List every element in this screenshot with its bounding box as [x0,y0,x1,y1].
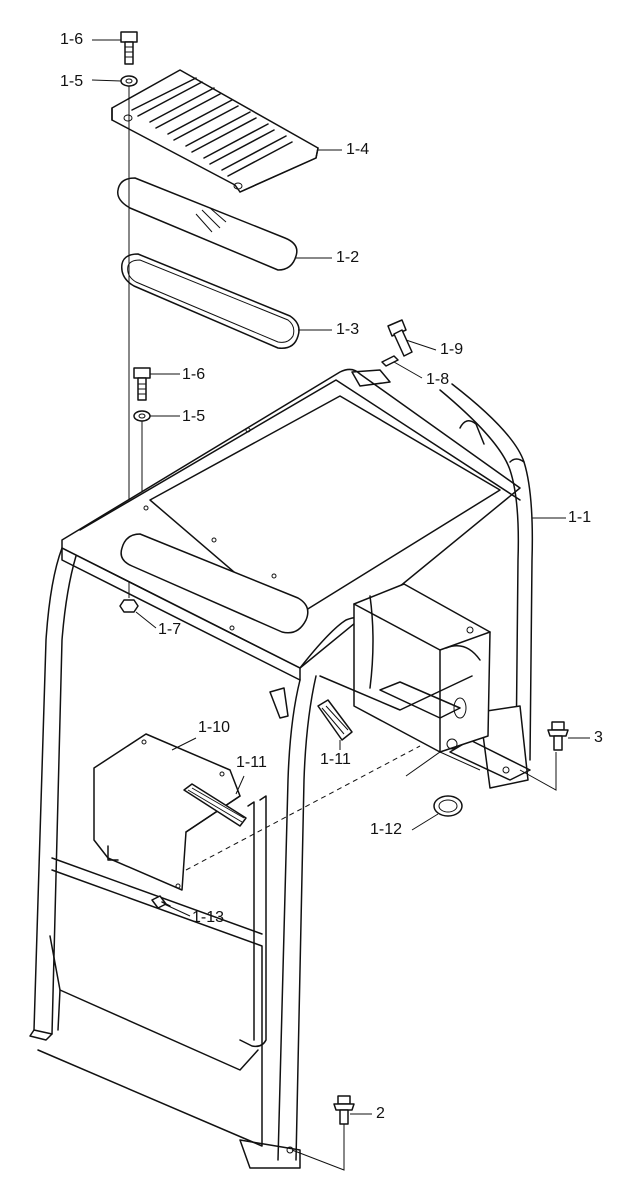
label-1-5-top: 1-5 [60,73,84,90]
side-cover-1-10 [93,733,241,891]
screw-1-13 [151,895,171,909]
glass-panel-1-2 [117,177,298,271]
assembly-line-cover [185,745,421,871]
seal-1-3 [121,253,300,349]
reflector-1-11-left [183,783,247,827]
washer-1-8 [381,355,399,367]
bolt-1-6-top [120,31,138,65]
label-1-9: 1-9 [440,341,464,358]
cover-1-4 [111,69,319,193]
label-1-2: 1-2 [336,249,360,266]
bolt-1-6-mid [133,367,151,401]
front-right-pillar [239,616,379,1169]
label-1-11-right: 1-11 [320,751,351,768]
front-lower-panel [37,857,263,1147]
label-1-6-mid: 1-6 [182,366,206,383]
label-1-13: 1-13 [192,909,225,926]
label-1-12: 1-12 [370,821,403,838]
canopy-roof [61,368,521,681]
label-3: 3 [594,729,603,746]
rear-frame-1-1 [439,383,534,789]
front-grab-handle [239,795,267,1048]
leader-lines [91,39,590,1115]
bolt-3 [547,721,569,751]
label-1-1: 1-1 [568,509,592,526]
bolt-1-9 [387,319,413,357]
label-1-3: 1-3 [336,321,360,338]
label-1-11-left: 1-11 [236,754,267,771]
reflector-1-11-right [317,699,353,741]
washer-1-5-top [120,75,138,87]
label-2: 2 [376,1105,385,1122]
label-1-6-top: 1-6 [60,31,84,48]
label-1-7: 1-7 [158,621,182,638]
bolt-2 [333,1095,355,1125]
grommet-1-12 [433,795,463,817]
label-1-5-mid: 1-5 [182,408,206,425]
nut-1-7 [119,599,139,613]
label-1-8: 1-8 [426,371,450,388]
mount-bracket [269,687,289,719]
washer-1-5-mid [133,410,151,422]
label-1-10: 1-10 [198,719,231,736]
front-left-pillar [29,547,77,1041]
storage-box [319,583,491,753]
label-1-4: 1-4 [346,141,370,158]
